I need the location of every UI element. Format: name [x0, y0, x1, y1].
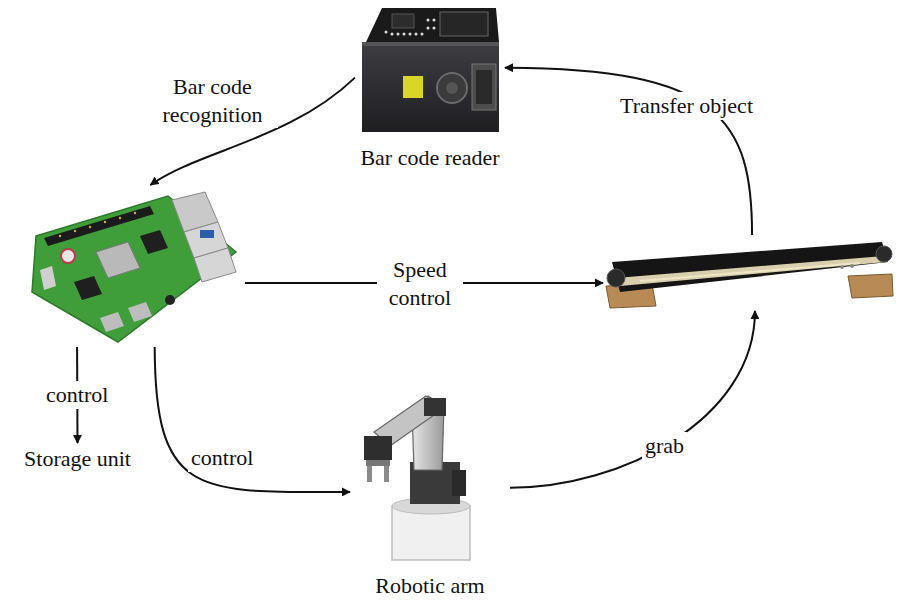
edge-label: Transfer object: [617, 92, 756, 120]
node-caption: Storage unit: [24, 446, 131, 471]
conveyor-illustration: [606, 242, 893, 308]
barcode-reader-node: Bar code reader: [355, 5, 505, 170]
edge-label: control: [188, 444, 256, 472]
controller-board-node: [30, 185, 245, 347]
flow-arrow: [155, 347, 350, 492]
robotic-arm-illustration: [364, 396, 470, 560]
storage-unit-node: Storage unit: [19, 443, 136, 475]
edge-label: Bar code recognition: [147, 73, 278, 128]
conveyor-node: [603, 235, 893, 311]
edge-label: grab: [642, 432, 687, 460]
edge-label: Speed control: [377, 256, 463, 311]
node-caption: Robotic arm: [375, 573, 484, 598]
node-caption: Bar code reader: [360, 145, 499, 170]
edge-label: control: [43, 381, 111, 409]
flow-arrow: [510, 311, 755, 488]
barcode-reader-illustration: [362, 8, 499, 132]
robotic-arm-node: Robotic arm: [350, 390, 510, 598]
raspberry-pi-illustration: [32, 192, 236, 342]
